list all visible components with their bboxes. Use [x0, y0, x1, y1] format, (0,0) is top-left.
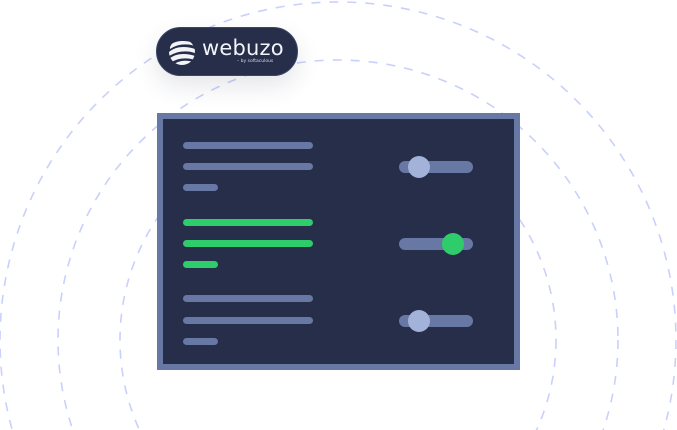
brand-tagline: – by softaculous — [237, 59, 274, 64]
slider-knob[interactable] — [408, 156, 430, 178]
settings-panel-illustration — [157, 113, 520, 370]
slider-knob[interactable] — [408, 310, 430, 332]
settings-panel-body — [163, 119, 514, 364]
text-placeholder-line-active — [183, 240, 313, 247]
webuzo-logo-badge: webuzo – by softaculous — [156, 27, 298, 76]
text-placeholder-line-short — [183, 338, 218, 345]
toggle-slider-3[interactable] — [399, 310, 473, 332]
toggle-slider-2[interactable] — [399, 233, 473, 255]
text-placeholder-line-short — [183, 184, 218, 191]
text-placeholder-line — [183, 142, 313, 149]
text-placeholder-line — [183, 317, 313, 324]
text-placeholder-line-short-active — [183, 261, 218, 268]
brand-name: webuzo — [202, 36, 284, 60]
toggle-slider-1[interactable] — [399, 156, 473, 178]
text-placeholder-line — [183, 163, 313, 170]
text-placeholder-line — [183, 295, 313, 302]
middle-ring — [57, 59, 619, 430]
text-placeholder-line-active — [183, 219, 313, 226]
slider-knob-active[interactable] — [442, 233, 464, 255]
striped-globe-icon — [169, 40, 195, 65]
